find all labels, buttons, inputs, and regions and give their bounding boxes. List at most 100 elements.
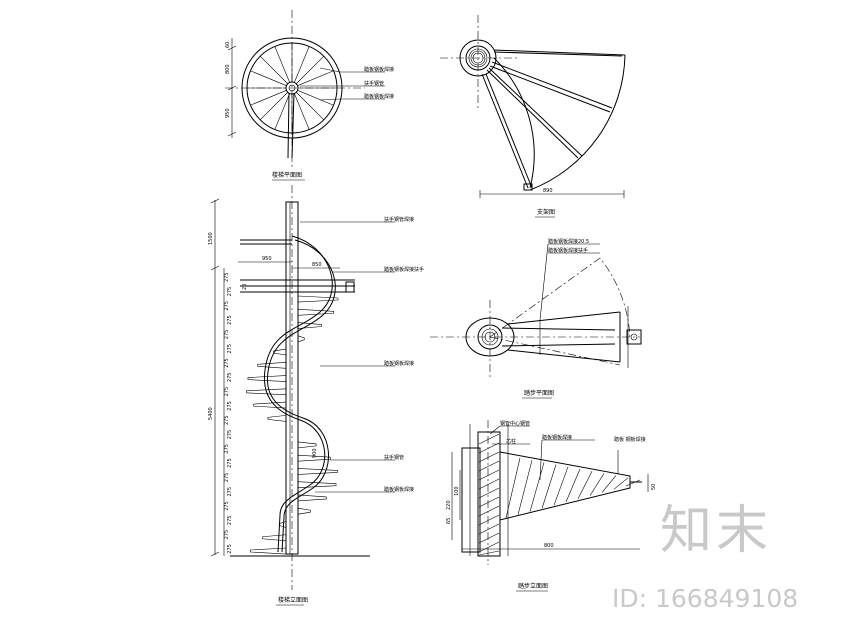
- riser-label: 275: [227, 401, 233, 411]
- plan-callout-2: 扶手钢管: [364, 80, 384, 87]
- elev-callout-2: 踏板钢板焊接扶手: [384, 266, 424, 273]
- plan-tread: [296, 55, 325, 84]
- riser-label: 275: [224, 530, 230, 540]
- plan-tread: [259, 55, 288, 84]
- elev-dim-900: 900: [312, 448, 318, 458]
- core-hatch-line: [478, 460, 500, 472]
- plan-tread: [296, 92, 325, 121]
- stair-elevation-view: 1500 5400 275275275275275275275275275275…: [208, 185, 424, 606]
- riser-label: 275: [227, 344, 233, 354]
- riser-label: 275: [224, 330, 230, 340]
- riser-label: 275: [227, 458, 233, 468]
- elev-tread: [253, 401, 287, 409]
- step-plan-callout-2: 踏板钢板焊接扶手: [548, 247, 588, 254]
- core-hatch-line: [478, 478, 500, 490]
- elev-dim-rise: 20: [242, 284, 248, 290]
- section-callout-3: 踏板钢板焊接: [542, 434, 572, 441]
- plan-tread: [294, 93, 310, 130]
- plan-dim-bottom: 950: [225, 108, 231, 118]
- core-hatch-line: [478, 469, 500, 481]
- core-hatch: [478, 433, 500, 556]
- elev-tread: [297, 441, 317, 449]
- elev-tread: [297, 468, 338, 475]
- elev-tread: [262, 534, 287, 542]
- core-hatch-line: [478, 442, 500, 454]
- plan-callout-3: 踏板钢板焊接: [364, 93, 394, 100]
- plan-tread: [259, 92, 288, 121]
- elev-tread: [297, 494, 327, 502]
- tread-hatch-line: [505, 457, 521, 519]
- step-plan-callout-1: 踏板钢板焊接20.5: [548, 238, 589, 245]
- tread-hatch-line: [589, 473, 605, 496]
- support-plan-view: 890 支架图: [440, 15, 626, 218]
- riser-label: 275: [227, 430, 233, 440]
- riser-label: 275: [227, 315, 233, 325]
- step-plan-view: 踏板钢板焊接20.5 踏板钢板焊接扶手 踏步平面图: [430, 238, 642, 399]
- plan-tread: [294, 46, 310, 83]
- elev-tread: [279, 521, 287, 528]
- section-callout-1: 钢管中心钢管: [500, 420, 530, 427]
- riser-label: 275: [227, 544, 233, 554]
- section-dim-end: 50: [651, 484, 657, 490]
- plan-tread: [297, 70, 334, 86]
- core-hatch-line: [478, 451, 500, 463]
- elev-tread: [250, 547, 287, 555]
- section-callout-4: 踏板 钢板焊接: [614, 436, 646, 443]
- riser-label: 275: [224, 272, 230, 282]
- tread-hatch-line: [541, 464, 557, 509]
- core-hatch-line: [478, 514, 500, 526]
- elev-tread: [246, 388, 287, 396]
- elev-dim-850: 850: [312, 262, 322, 268]
- riser-labels: 275 275 275 275 275 275 275 275 275 275 275 275 275 2…: [224, 272, 233, 553]
- section-dim-800: 800: [544, 543, 554, 549]
- elev-dim-total: 5400: [208, 407, 214, 420]
- core-hatch-line: [478, 550, 500, 556]
- core-hatch-line: [478, 433, 500, 445]
- section-dim-65: 65: [446, 518, 452, 524]
- plan-callout-1: 踏板钢板焊接: [364, 66, 394, 73]
- section-dim-100: 100: [454, 486, 460, 496]
- section-callout-2: 芯柱: [506, 438, 516, 445]
- elev-treads: [246, 295, 339, 555]
- riser-label: 275: [224, 501, 230, 511]
- elev-tread: [297, 335, 305, 343]
- step-section-title: 踏步立面图: [518, 582, 548, 590]
- riser-label: 275: [227, 373, 233, 383]
- riser-label: 275: [224, 358, 230, 368]
- plan-dim-mid: 800: [225, 64, 231, 74]
- stair-plan-view: 60 800 950 踏板钢板焊接 扶手钢管 踏板钢板焊接 楼梯平面图: [225, 10, 394, 181]
- elev-tread: [297, 454, 331, 462]
- core-hatch-line: [478, 496, 500, 508]
- plan-treads: [247, 43, 337, 133]
- tread-hatch: [505, 457, 641, 519]
- elev-callout-5: 踏板钢板焊接: [384, 486, 414, 493]
- support-title: 支架图: [537, 208, 555, 216]
- core-hatch-line: [478, 487, 500, 499]
- plan-tread: [274, 93, 290, 130]
- watermark-logo: 知末: [660, 501, 773, 561]
- plan-tread: [250, 70, 287, 86]
- plan-tread: [250, 90, 287, 106]
- elev-tread: [267, 415, 287, 422]
- tread-hatch-line: [601, 475, 617, 493]
- plan-tread: [297, 90, 334, 106]
- core-hatch-line: [478, 541, 500, 553]
- elev-callout-3: 踏板钢板焊接: [384, 360, 414, 367]
- elevation-title: 楼梯立面图: [278, 596, 308, 604]
- step-plan-title: 踏步平面图: [524, 389, 554, 397]
- elev-tread: [297, 295, 339, 303]
- elev-tread: [297, 308, 334, 316]
- riser-label: 275: [224, 473, 230, 483]
- elev-tread: [297, 322, 322, 329]
- tread-hatch-line: [577, 471, 593, 499]
- elev-tread: [257, 361, 287, 369]
- step-section-view: 50 800 220 100 65 钢管中心钢管 芯柱 踏板钢板焊接 踏板 钢板…: [446, 420, 657, 592]
- core-hatch-line: [478, 505, 500, 517]
- riser-label: 275: [224, 301, 230, 311]
- plan-title: 楼梯平面图: [272, 171, 302, 179]
- elev-dim-top: 1500: [208, 232, 214, 245]
- core-hatch-line: [478, 523, 500, 535]
- tread-hatch-line: [625, 479, 641, 487]
- riser-label: 275: [224, 387, 230, 397]
